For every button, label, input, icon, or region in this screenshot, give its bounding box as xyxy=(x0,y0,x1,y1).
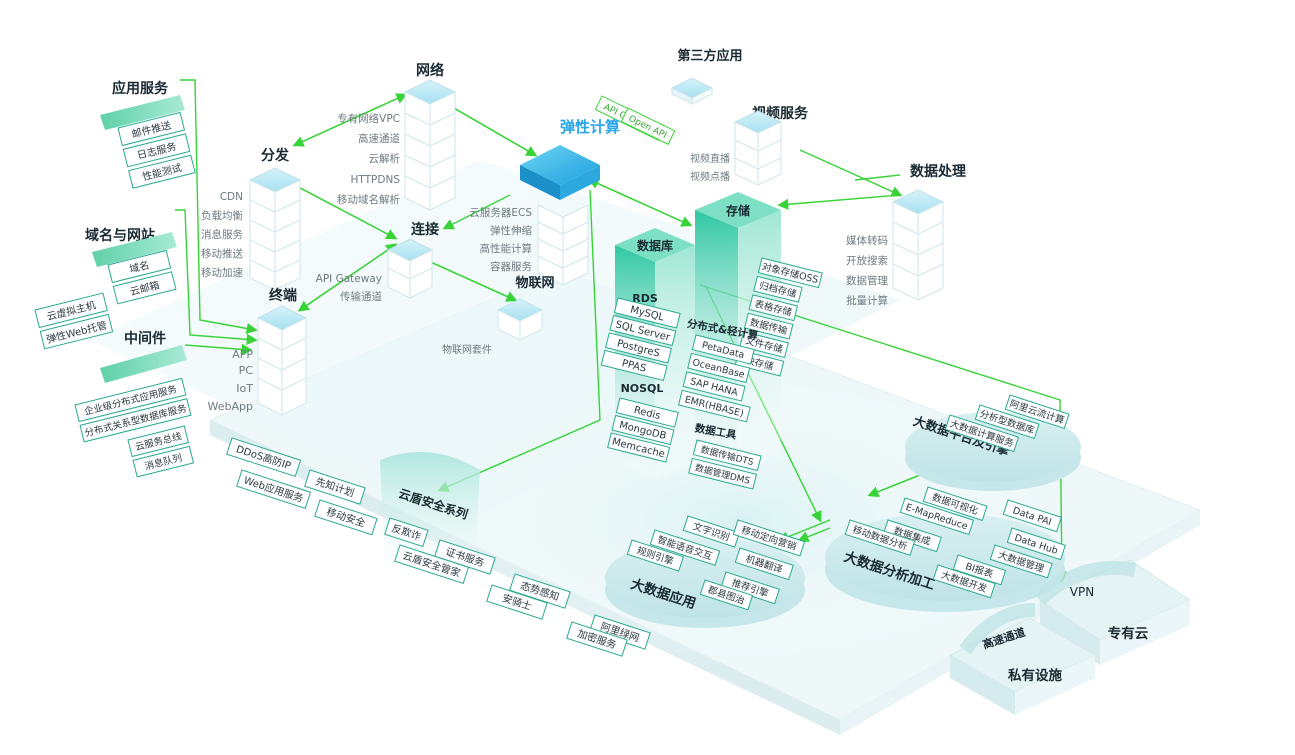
network-item: 云解析 xyxy=(369,152,401,165)
connect-item: 传输通道 xyxy=(340,290,382,303)
third-party-title: 第三方应用 xyxy=(677,48,742,64)
nosql-title: NOSQL xyxy=(621,382,664,395)
vpn-label: VPN xyxy=(1070,585,1094,599)
video-item: 视频点播 xyxy=(690,170,730,183)
connect-title: 连接 xyxy=(411,221,439,238)
connect-item: API Gateway xyxy=(316,273,382,285)
distribution-title: 分发 xyxy=(261,147,290,164)
data-processing-stack: 数据处理 媒体转码 开放搜索 数据管理 批量计算 xyxy=(846,163,966,307)
rds-title: RDS xyxy=(632,292,658,305)
terminal-title: 终端 xyxy=(269,287,297,304)
network-title: 网络 xyxy=(416,62,444,79)
iot-stack: 物联网 物联网套件 xyxy=(442,275,555,356)
network-item: 移动域名解析 xyxy=(337,193,400,206)
distribution-item: 消息服务 xyxy=(201,228,243,241)
data-processing-item: 媒体转码 xyxy=(846,234,888,247)
database-tower: 数据库 RDS MySQL SQL Server PostgreS PPAS N… xyxy=(600,228,695,480)
bigdata-analysis-disc: 大数据分析加工 数据可视化 Data PAI E-MapReduce Data … xyxy=(825,486,1066,612)
elastic-item: 高性能计算 xyxy=(480,242,533,255)
data-processing-item: 批量计算 xyxy=(846,294,888,307)
private-infra-group: 专有云 私有设施 高速通道 VPN xyxy=(948,559,1192,715)
terminal-item: PC xyxy=(239,364,254,377)
bigdata-platform-disc: 大数据平台及引擎 阿里云流计算 分析型数据库 大数据计算服务 xyxy=(905,394,1081,491)
video-item: 视频直播 xyxy=(690,152,730,165)
elastic-item: 云服务器ECS xyxy=(469,206,532,219)
network-item: 高速通道 xyxy=(358,132,400,145)
elastic-item: 弹性伸缩 xyxy=(490,224,532,237)
iot-item: 物联网套件 xyxy=(442,343,492,356)
data-processing-item: 数据管理 xyxy=(846,274,888,287)
domain-site-group: 域名与网站 域名 云邮箱 云虚拟主机 弹性Web托管 xyxy=(34,227,177,350)
private-cloud-label: 专有云 xyxy=(1108,625,1149,642)
network-item: 专有网络VPC xyxy=(337,112,400,125)
video-stack: 视频服务 视频直播 视频点播 xyxy=(690,105,809,186)
app-service-title: 应用服务 xyxy=(112,80,169,97)
middleware-title: 中间件 xyxy=(124,330,166,347)
storage-title: 存储 xyxy=(725,203,750,218)
terminal-item: WebApp xyxy=(208,400,253,413)
terminal-item: IoT xyxy=(236,382,253,395)
elastic-title: 弹性计算 xyxy=(560,118,620,136)
distribution-item: 移动推送 xyxy=(201,247,243,260)
private-infra-label: 私有设施 xyxy=(1008,667,1062,684)
storage-tower: 存储 对象存储OSS 归档存储 表格存储 数据传输 文件存储 块存储 分布式&轻… xyxy=(677,192,823,490)
elastic-item: 容器服务 xyxy=(490,260,532,273)
distribution-item: 负载均衡 xyxy=(201,209,243,222)
bigdata-app-disc: 大数据应用 文字识别 移动定向营销 智能语音交互 机器翻译 规则引擎 推荐引擎 … xyxy=(605,515,806,628)
network-stack: 网络 专有网络VPC 高速通道 云解析 HTTPDNS 移动域名解析 xyxy=(337,62,457,211)
distribution-item: CDN xyxy=(220,191,243,203)
network-item: HTTPDNS xyxy=(351,174,401,186)
connection-arrows xyxy=(175,79,1068,583)
elastic-stack: 弹性计算 云服务器ECS 弹性伸缩 高性能计算 容器服务 xyxy=(469,118,620,286)
data-processing-title: 数据处理 xyxy=(910,163,966,180)
terminal-stack: 终端 APP PC IoT WebApp xyxy=(208,287,308,416)
database-title: 数据库 xyxy=(637,238,673,253)
distribution-stack: 分发 CDN 负载均衡 消息服务 移动推送 移动加速 xyxy=(201,147,302,291)
iot-title: 物联网 xyxy=(515,275,554,291)
domain-site-title: 域名与网站 xyxy=(85,227,155,244)
distribution-item: 移动加速 xyxy=(201,266,243,279)
terminal-item: APP xyxy=(232,348,253,361)
data-processing-item: 开放搜索 xyxy=(846,254,888,267)
app-service-group: 应用服务 邮件推送 日志服务 性能测试 xyxy=(100,80,196,189)
connect-stack: 连接 API Gateway 传输通道 xyxy=(316,221,439,303)
